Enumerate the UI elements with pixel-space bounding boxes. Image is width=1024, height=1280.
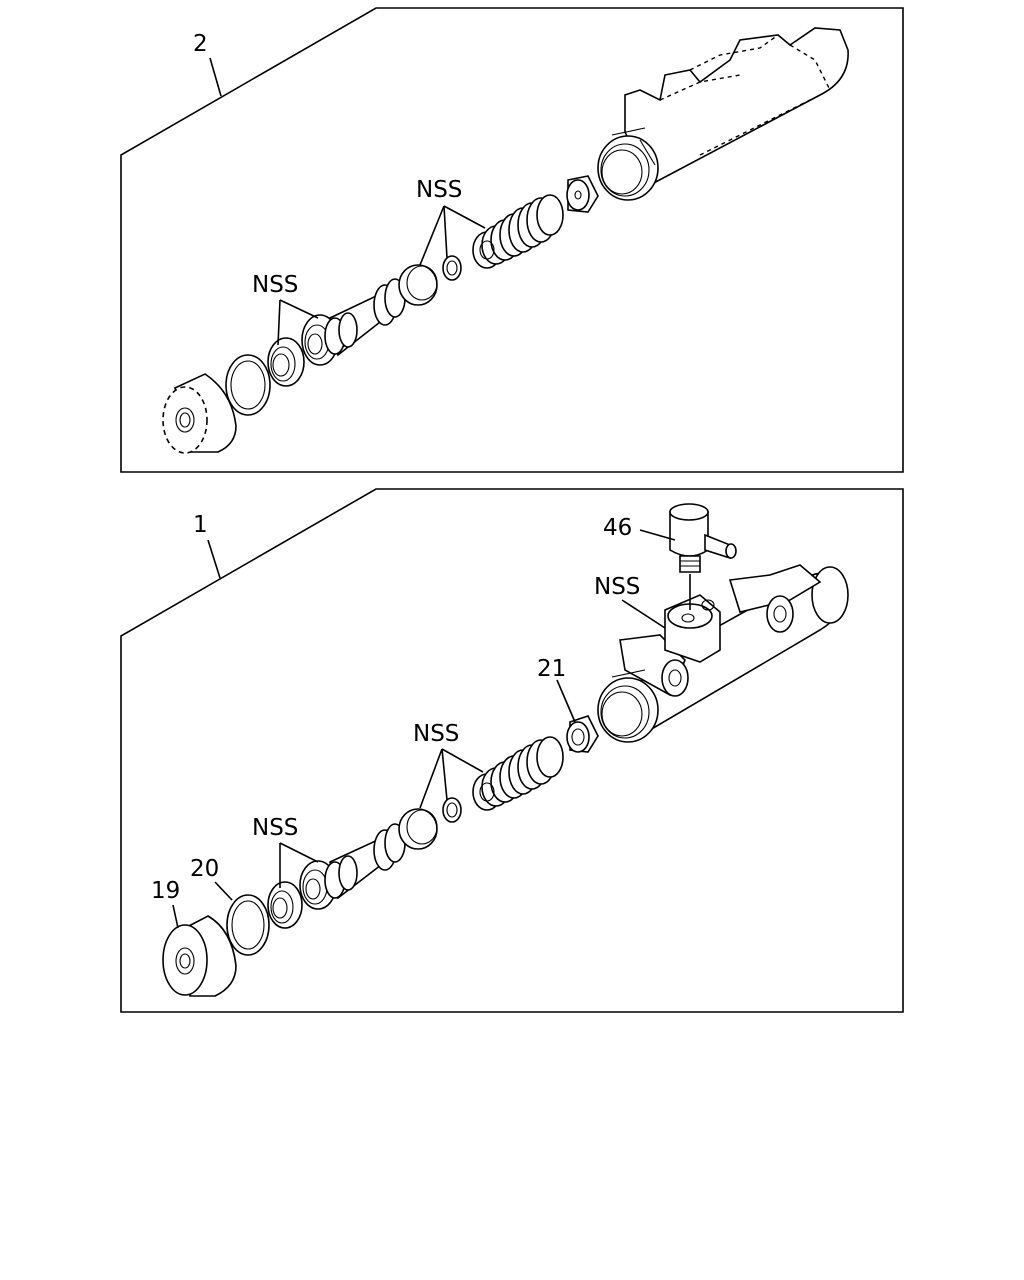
assembly-1-leader (207, 539, 221, 579)
reservoir-cap (162, 915, 237, 997)
part-20-callout: 20 (190, 856, 233, 901)
nss-callout-upper: NSS (413, 721, 484, 809)
nss-label-lower: NSS (252, 815, 298, 841)
part-19-label: 19 (151, 878, 180, 904)
part-46-label: 46 (603, 515, 632, 541)
check-valve (566, 175, 599, 213)
part-21-label: 21 (537, 656, 566, 682)
washer (225, 354, 271, 416)
seal (267, 337, 305, 387)
piston (324, 823, 406, 900)
nss-callout-lower: NSS (252, 272, 319, 346)
assembly-1-number: 1 (193, 512, 208, 538)
plug (398, 264, 438, 306)
nss-label-upper: NSS (416, 177, 462, 203)
nss-label-fitting: NSS (594, 574, 640, 600)
part-21-callout: 21 (537, 656, 576, 723)
cylinder-body (597, 564, 849, 743)
nss-callout-upper: NSS (416, 177, 486, 266)
panel-assembly-2: 2 (120, 7, 904, 473)
seal (267, 881, 303, 929)
part-19-callout: 19 (151, 878, 180, 929)
panel-assembly-1: 1 (120, 488, 904, 1013)
check-valve (566, 715, 599, 753)
nss-callout-fitting: NSS (594, 574, 666, 629)
panel-1-frame (120, 488, 904, 1013)
plug (398, 808, 438, 850)
return-spring (472, 736, 564, 811)
part-46-callout: 46 (603, 515, 676, 541)
piston (324, 278, 406, 357)
return-spring (472, 194, 564, 269)
panel-2-frame (120, 7, 904, 473)
assembly-2-number: 2 (193, 31, 208, 57)
part-20-label: 20 (190, 856, 219, 882)
reservoir-cap (162, 373, 237, 454)
nss-callout-lower: NSS (252, 815, 319, 888)
assembly-2-leader (209, 57, 222, 97)
nss-label-upper: NSS (413, 721, 459, 747)
retainer (442, 797, 462, 823)
washer (226, 894, 270, 956)
nss-label-lower: NSS (252, 272, 298, 298)
hose-fitting (669, 503, 737, 610)
cylinder-body (597, 27, 849, 201)
retainer (442, 255, 462, 281)
